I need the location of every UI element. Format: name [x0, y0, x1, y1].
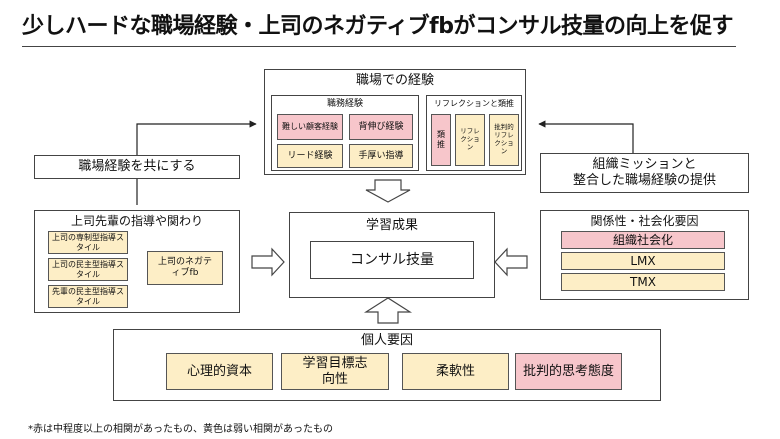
down-block-arrow	[365, 179, 411, 203]
learning-outcome-box: 学習成果 コンサル技量	[289, 212, 495, 298]
share-experience-label: 職場経験を共にする	[34, 155, 240, 179]
duty-lead: リード経験	[277, 144, 343, 168]
duty-difficult-clients: 難しい顧客経験	[277, 114, 343, 140]
reflection-critical: 批判的リフレクション	[489, 114, 519, 166]
tmx: TMX	[561, 273, 725, 291]
page-title: 少しハードな職場経験・上司のネガティブfbがコンサル技量の向上を促す	[22, 14, 734, 39]
duties-title: 職務経験	[326, 98, 363, 109]
boss-title: 上司先輩の指導や関わり	[70, 213, 203, 228]
up-block-arrow	[363, 297, 413, 324]
mission-connector	[538, 120, 634, 153]
lmx: LMX	[561, 252, 725, 270]
workplace-experience-box: 職場での経験 職務経験 難しい顧客経験 背伸び経験 リード経験 手厚い指導 リフ…	[264, 69, 526, 175]
left-block-arrow	[494, 247, 528, 277]
relations-box: 関係性・社会化要因 組織社会化 LMX TMX	[540, 210, 749, 300]
learning-goal-orientation: 学習目標志向性	[281, 353, 389, 390]
boss-autocratic-style: 上司の専制型指導スタイル	[48, 231, 128, 254]
psych-capital: 心理的資本	[166, 353, 273, 390]
reflection-box: リフレクションと類推 類推 リフレクション 批判的リフレクション	[426, 95, 522, 171]
reflection-title: リフレクションと類推	[434, 99, 514, 109]
mission-experience-label: 組織ミッションと 整合した職場経験の提供	[540, 153, 749, 193]
title-divider	[22, 46, 736, 47]
senior-democratic-style: 先輩の民主型指導スタイル	[48, 285, 128, 308]
duty-guidance: 手厚い指導	[349, 144, 413, 168]
footnote: *赤は中程度以上の相関があったもの、黄色は弱い相関があったもの	[28, 424, 333, 435]
individual-factors-box: 個人要因 心理的資本 学習目標志向性 柔軟性 批判的思考態度	[113, 329, 661, 401]
org-socialization: 組織社会化	[561, 231, 725, 249]
outcome-title: 学習成果	[365, 218, 418, 234]
workplace-title: 職場での経験	[355, 73, 434, 89]
reflection-reflection: リフレクション	[455, 114, 485, 166]
boss-negative-feedback: 上司のネガティブfb	[147, 251, 223, 285]
flexibility: 柔軟性	[402, 353, 509, 390]
boss-democratic-style: 上司の民主型指導スタイル	[48, 258, 128, 281]
consulting-skill: コンサル技量	[310, 241, 474, 279]
reflection-analogy: 類推	[431, 114, 451, 166]
individual-title: 個人要因	[360, 333, 413, 349]
duty-stretch: 背伸び経験	[349, 114, 413, 140]
duties-box: 職務経験 難しい顧客経験 背伸び経験 リード経験 手厚い指導	[271, 95, 419, 171]
right-block-arrow	[251, 247, 285, 277]
critical-thinking-attitude: 批判的思考態度	[515, 353, 622, 390]
relations-title: 関係性・社会化要因	[590, 213, 699, 228]
boss-involvement-box: 上司先輩の指導や関わり 上司の専制型指導スタイル 上司の民主型指導スタイル 先輩…	[34, 210, 240, 313]
